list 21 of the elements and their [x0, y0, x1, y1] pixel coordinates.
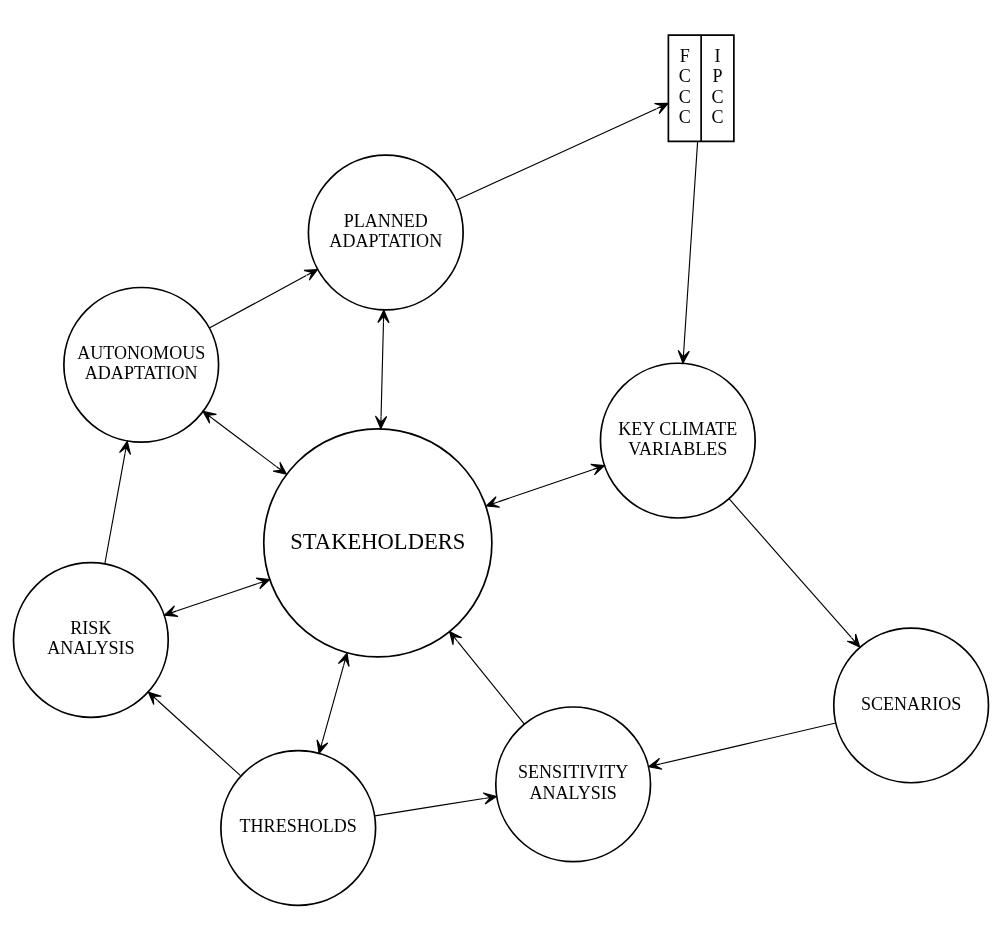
arrow — [202, 410, 287, 475]
node-circle: RISK ANALYSIS — [12, 561, 169, 719]
node-circle: THRESHOLDS — [219, 749, 376, 907]
arrow — [163, 577, 270, 617]
arrow — [373, 792, 497, 817]
node-circle: STAKEHOLDERS — [262, 428, 493, 658]
arrow — [147, 691, 241, 777]
arrow — [208, 268, 318, 329]
arrow — [103, 440, 131, 565]
arrow — [677, 140, 698, 364]
node-circle: PLANNED ADAPTATION — [307, 154, 464, 311]
arrow — [315, 652, 350, 754]
arrow — [485, 463, 605, 508]
arrow — [647, 722, 836, 770]
arrow — [455, 102, 669, 201]
node-circle: KEY CLIMATE VARIABLES — [599, 362, 756, 519]
node-circle: SCENARIOS — [832, 627, 989, 784]
arrow — [448, 631, 525, 725]
arrow — [374, 309, 390, 430]
arrow — [727, 498, 860, 648]
node-circle: SENSITIVITY ANALYSIS — [494, 706, 651, 863]
